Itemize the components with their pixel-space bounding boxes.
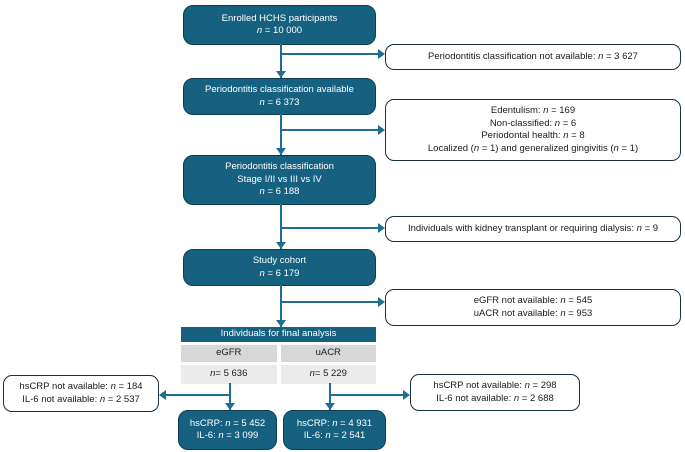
branch-to-exclusion-availability <box>281 301 378 303</box>
stat-line: hsCRP: n = 4 931 <box>296 417 373 429</box>
node-subtitle: Stage I/II vs III vs IV <box>237 173 322 185</box>
stat-line: hsCRP not available: n = 184 <box>19 381 143 392</box>
arrowhead-exclusion-uacr-markers <box>403 390 410 400</box>
node-title: Periodontitis classification <box>225 161 334 173</box>
node-stage-classification: Periodontitis classification Stage I/II … <box>183 155 376 205</box>
node-title: Enrolled HCHS participants <box>221 12 338 24</box>
stat-line: n = 6 188 <box>259 186 300 198</box>
stat-line: Non-classified: n = 6 <box>489 117 577 129</box>
branch-to-exclusion-egfr-markers <box>166 394 230 396</box>
node-classification-available: Periodontitis classification available n… <box>183 78 376 115</box>
connector-available-to-stage <box>280 114 282 155</box>
cell-uacr-count: n = 5 229 <box>280 365 376 384</box>
stat-line: Periodontitis classification not availab… <box>428 50 638 62</box>
table-value-row: n = 5 636 n = 5 229 <box>181 365 376 384</box>
node-egfr-results: hsCRP: n = 5 452 IL-6: n = 3 099 <box>178 410 277 450</box>
exclusion-kidney-transplant-dialysis: Individuals with kidney transplant or re… <box>385 216 681 242</box>
arrowhead-to-table <box>276 320 286 327</box>
arrowhead-to-stage <box>276 148 286 155</box>
final-analysis-table: Individuals for final analysis eGFR uACR… <box>181 327 376 384</box>
stat-line: IL-6: n = 3 099 <box>196 430 259 441</box>
arrowhead-exclusion-egfr-markers <box>159 390 166 400</box>
connector-stage-to-cohort <box>280 204 282 249</box>
stat-line: n = 10 000 <box>256 25 303 36</box>
stat-line: n = 6 179 <box>259 267 300 279</box>
exclusion-egfr-uacr-not-available: eGFR not available: n = 545 uACR not ava… <box>385 289 681 326</box>
node-title: Periodontitis classification available <box>205 84 354 95</box>
stat-line: n = 6 373 <box>259 96 300 108</box>
stat-line: hsCRP: n = 5 452 <box>189 417 266 429</box>
stat-line: uACR not available: n = 953 <box>473 307 593 319</box>
branch-to-exclusion-periodontal <box>281 129 378 131</box>
node-enrolled: Enrolled HCHS participants n = 10 000 <box>183 5 376 45</box>
arrowhead-exclusion-classification <box>378 49 385 59</box>
exclusion-classification-not-available: Periodontitis classification not availab… <box>385 44 681 70</box>
connector-enrolled-to-available <box>280 44 282 78</box>
stat-line: IL-6: n = 2 541 <box>303 430 366 441</box>
column-header-uacr: uACR <box>280 345 376 362</box>
stat-line: Localized (n = 1) and generalized gingiv… <box>427 142 639 154</box>
stat-line: IL-6 not available: n = 2 537 <box>22 393 140 405</box>
table-header: Individuals for final analysis <box>181 327 376 342</box>
arrowhead-exclusion-availability <box>378 297 385 307</box>
stat-line: hsCRP not available: n = 298 <box>433 380 557 391</box>
connector-egfr-to-results <box>229 383 231 410</box>
arrowhead-exclusion-periodontal <box>378 125 385 135</box>
stat-line: Individuals with kidney transplant or re… <box>407 222 659 234</box>
arrowhead-to-available <box>276 71 286 78</box>
arrowhead-uacr-results <box>325 403 335 410</box>
branch-to-exclusion-uacr-markers <box>330 394 403 396</box>
node-uacr-results: hsCRP: n = 4 931 IL-6: n = 2 541 <box>283 410 386 450</box>
stat-line: IL-6 not available: n = 2 688 <box>436 392 554 404</box>
branch-to-exclusion-kidney <box>281 227 378 229</box>
column-header-egfr: eGFR <box>181 345 277 362</box>
connector-uacr-to-results <box>329 383 331 410</box>
table-column-header-row: eGFR uACR <box>181 345 376 362</box>
stat-line: Periodontal health: n = 8 <box>481 130 585 141</box>
branch-to-exclusion-classification <box>281 53 378 55</box>
exclusion-egfr-markers-not-available: hsCRP not available: n = 184 IL-6 not av… <box>3 375 159 412</box>
connector-cohort-to-table <box>280 285 282 327</box>
stat-line: eGFR not available: n = 545 <box>473 295 593 306</box>
stat-line: Edentulism: n = 169 <box>490 105 576 116</box>
exclusion-periodontal-categories: Edentulism: n = 169 Non-classified: n = … <box>385 99 681 161</box>
node-title: Study cohort <box>252 255 307 266</box>
cell-egfr-count: n = 5 636 <box>181 365 277 384</box>
arrowhead-egfr-results <box>225 403 235 410</box>
exclusion-uacr-markers-not-available: hsCRP not available: n = 298 IL-6 not av… <box>410 374 580 411</box>
arrowhead-exclusion-kidney <box>378 223 385 233</box>
node-study-cohort: Study cohort n = 6 179 <box>183 249 376 286</box>
arrowhead-to-cohort <box>276 242 286 249</box>
